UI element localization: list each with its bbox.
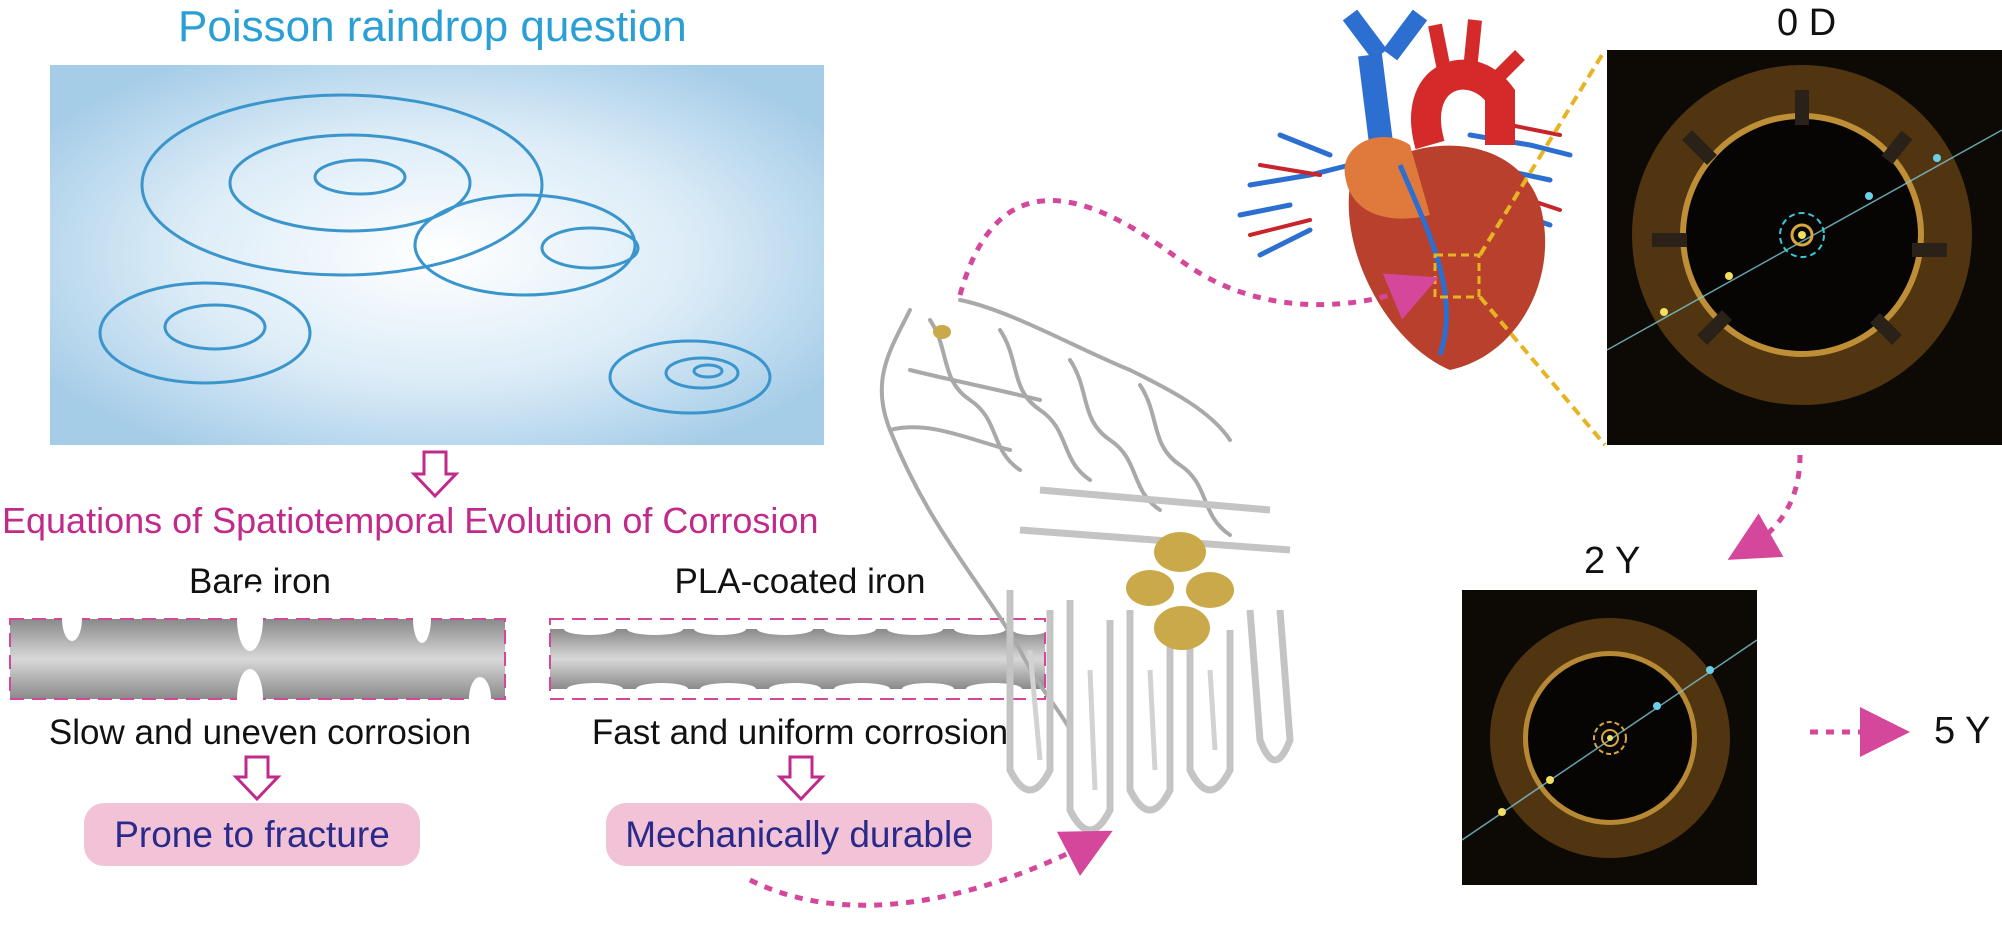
bare-iron-result: Slow and uneven corrosion xyxy=(48,713,472,752)
poisson-title: Poisson raindrop question xyxy=(178,2,687,51)
time-label-2y: 2 Y xyxy=(1584,540,1641,582)
oct-image-2y xyxy=(1461,590,1758,885)
stent-illustration xyxy=(879,298,1294,834)
equations-title: Equations of Spatiotemporal Evolution of… xyxy=(2,500,819,541)
raindrop-panel xyxy=(50,65,824,445)
oct-image-0d xyxy=(1606,50,2002,445)
coated-iron-label: PLA-coated iron xyxy=(674,562,926,601)
time-label-5y: 5 Y xyxy=(1934,710,1991,752)
coated-iron-result: Fast and uniform corrosion xyxy=(591,713,1009,752)
bare-iron-bar xyxy=(9,587,506,729)
down-arrow-icon xyxy=(232,755,282,802)
bare-iron-outcome: Prone to fracture xyxy=(84,803,420,866)
bare-iron-label: Bare iron xyxy=(188,562,332,601)
coated-iron-bar xyxy=(549,618,1048,700)
time-label-0d: 0 D xyxy=(1777,2,1837,44)
down-arrow-icon xyxy=(410,450,460,499)
down-arrow-icon xyxy=(776,755,826,802)
coated-iron-outcome: Mechanically durable xyxy=(606,803,992,866)
